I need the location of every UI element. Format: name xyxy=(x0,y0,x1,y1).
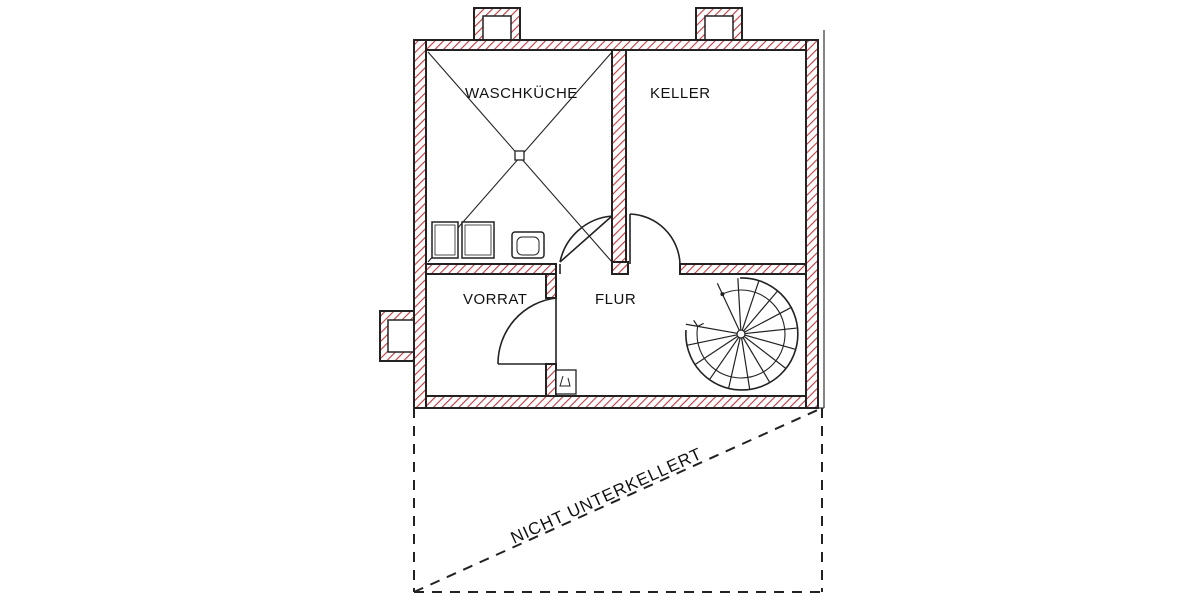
stair-tread xyxy=(744,334,796,350)
dryer xyxy=(461,221,495,259)
stair-tread xyxy=(694,335,738,366)
door-keller xyxy=(629,213,681,265)
shaft-top-left xyxy=(473,7,521,43)
stair-arrow-icon xyxy=(693,320,704,328)
stair-tread xyxy=(686,334,738,347)
stair-tread xyxy=(744,327,797,335)
stair-tread xyxy=(737,278,742,331)
area-note-label: NICHT UNTERKELLERT xyxy=(508,444,705,548)
interior-walls xyxy=(425,49,807,397)
stair-tread xyxy=(708,336,740,381)
stair-tread xyxy=(727,337,741,389)
stair-tread xyxy=(716,282,740,331)
washing-machine xyxy=(431,221,459,259)
not-basement-area xyxy=(413,407,823,593)
stair-newel xyxy=(736,329,746,339)
door-vorrat xyxy=(497,297,557,365)
stair-walk-line xyxy=(696,289,786,379)
stair-tread xyxy=(741,337,751,390)
room-label-vorrat: VORRAT xyxy=(463,291,527,308)
stair-start-dot xyxy=(720,292,725,297)
stair-tread xyxy=(744,307,791,333)
floor-drain xyxy=(555,369,577,395)
stair-tread xyxy=(742,337,771,383)
room-label-flur: FLUR xyxy=(595,291,636,308)
shaft-top-right xyxy=(695,7,743,43)
door-waschkueche xyxy=(559,215,613,274)
stair-tread xyxy=(685,323,738,334)
spiral-stair xyxy=(685,277,799,391)
room-label-keller: KELLER xyxy=(650,85,711,102)
room-label-waschkueche: WASCHKÜCHE xyxy=(465,84,578,102)
exterior-walls xyxy=(413,39,819,409)
stair-tread xyxy=(743,290,778,332)
shaft-left xyxy=(379,310,417,362)
stair-tread xyxy=(743,335,786,369)
utility-sink xyxy=(511,231,545,259)
stair-tread xyxy=(741,280,760,331)
